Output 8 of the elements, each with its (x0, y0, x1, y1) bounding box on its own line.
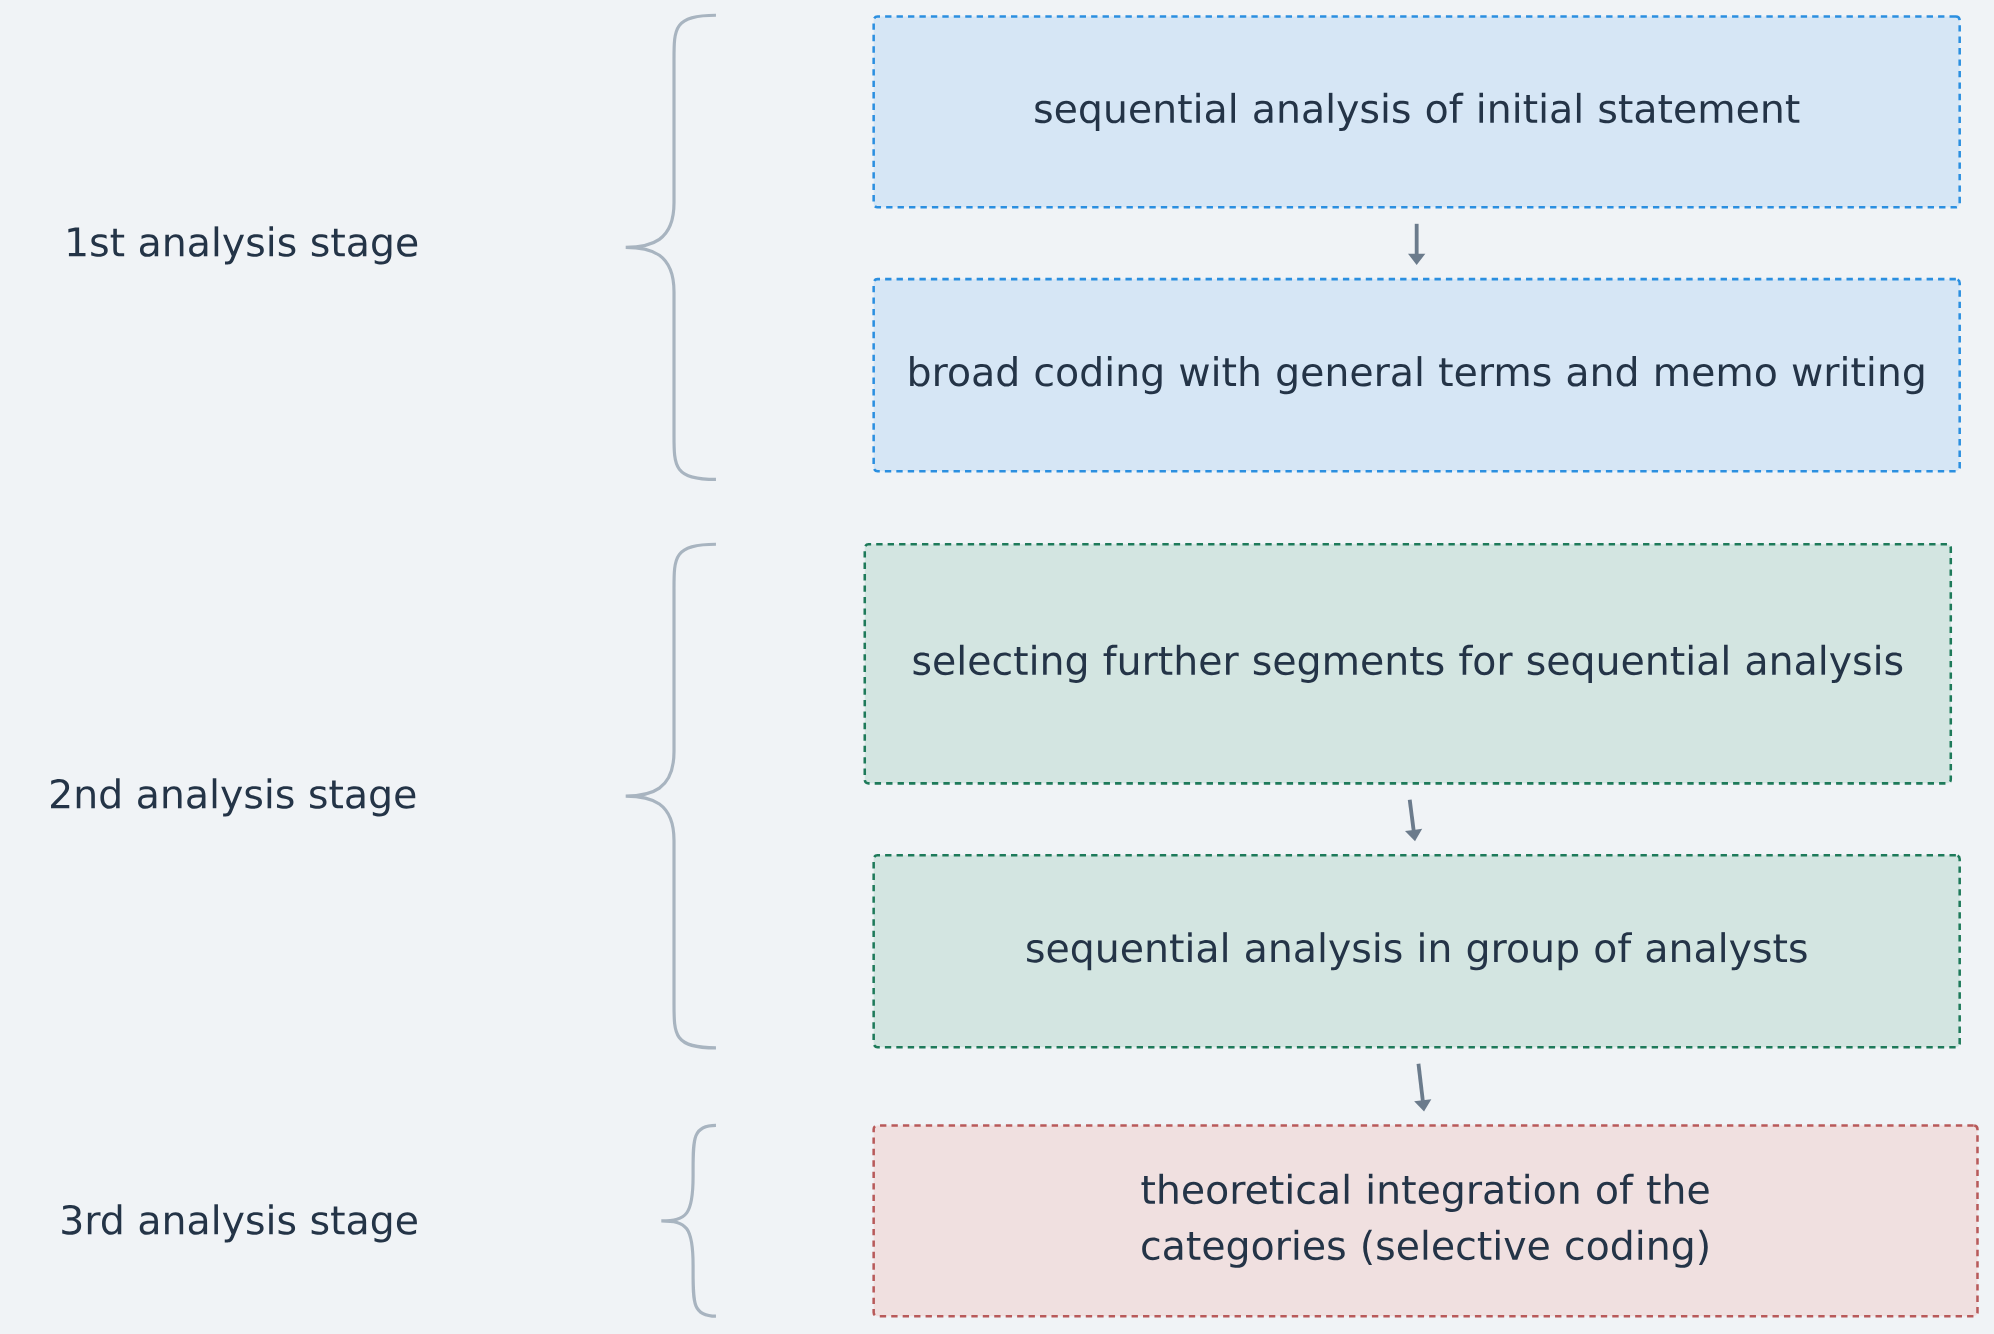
process-box: selecting further segments for sequential analysis (863, 543, 1953, 785)
stage-label: 2nd analysis stage (51, 778, 416, 817)
process-box: broad coding with general terms and memo writing (872, 277, 1961, 473)
stage-label: 3rd analysis stage (62, 1204, 417, 1243)
process-box: sequential analysis in group of analysts (872, 853, 1961, 1049)
process-box: sequential analysis of initial statement (872, 15, 1961, 209)
process-box: theoretical integration of the categories (selective coding) (872, 1124, 1979, 1318)
stage-label: 1st analysis stage (68, 226, 418, 265)
